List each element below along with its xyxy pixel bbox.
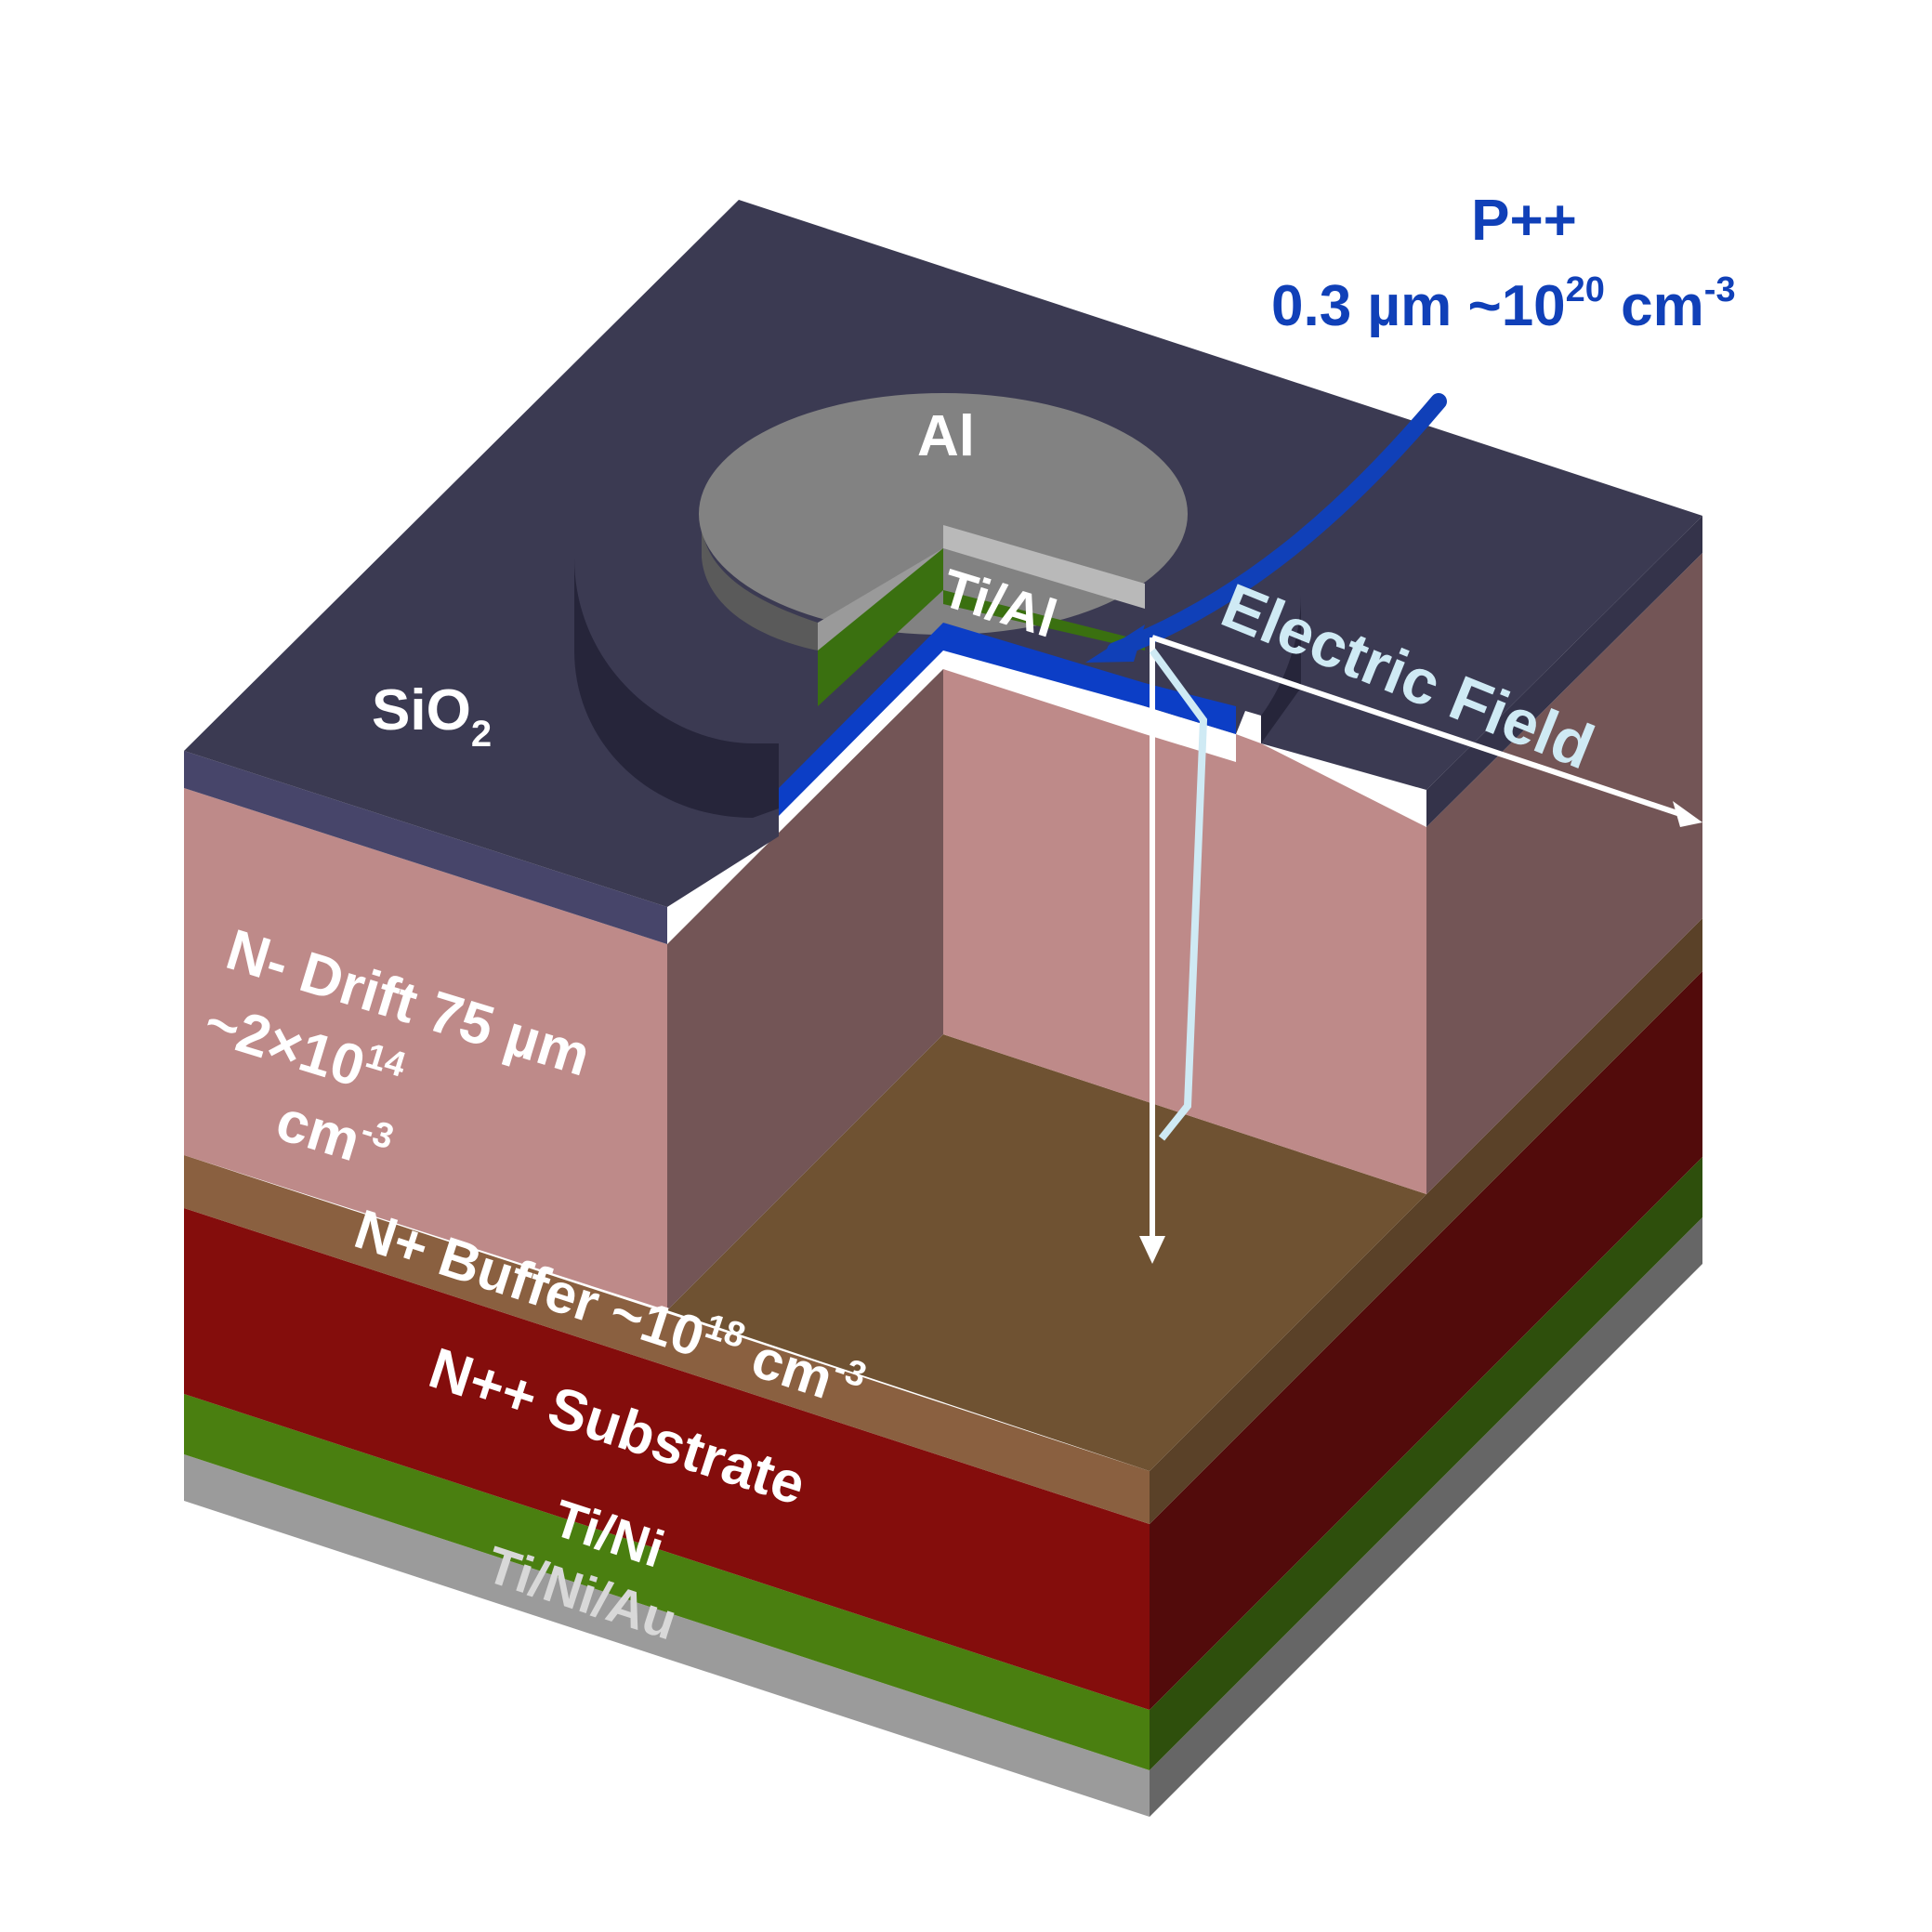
- p-arrow-shaft: [1107, 393, 1447, 659]
- electric-field-diagram: [1139, 635, 1702, 1264]
- tial-layer-top: [943, 590, 1145, 651]
- p-spec-exp: 20: [1566, 270, 1605, 309]
- sio2-well-shading: [574, 558, 779, 818]
- p-layer-left: [779, 623, 943, 816]
- tiniau-front-face: [184, 1454, 1150, 1817]
- p-spec-main: 0.3 µm ~10: [1271, 274, 1566, 338]
- p-annotation-arrow: [1085, 393, 1447, 663]
- tini-front-face: [184, 1394, 1150, 1770]
- sio2-main: SiO: [372, 678, 471, 743]
- buffer-front-face: [184, 1155, 1150, 1524]
- sio2-well-shading-right: [1261, 595, 1301, 743]
- tial-layer-left: [818, 548, 943, 706]
- al-disc-side: [702, 525, 818, 651]
- buffer-side-face: [1150, 918, 1702, 1524]
- field-profile-line: [1149, 648, 1208, 1141]
- buffer-top-floor: [667, 1034, 1426, 1471]
- drift-side-face: [1426, 553, 1702, 1194]
- tini-side-face: [1150, 1157, 1702, 1770]
- p-spec-unit: cm: [1605, 274, 1704, 338]
- p-title-label: P++: [1471, 189, 1577, 253]
- substrate-front-face: [184, 1208, 1150, 1710]
- sio2-side-face: [1426, 516, 1702, 827]
- trench-cutaway: [667, 669, 1426, 1471]
- front-face: [184, 751, 1150, 1817]
- p-spec-label: 0.3 µm ~1020 cm-3: [1271, 270, 1736, 338]
- tiniau-side-face: [1150, 1217, 1702, 1817]
- p-layer-top: [943, 623, 1236, 734]
- al-label: Al: [917, 404, 975, 468]
- p-spec-unit-exp: -3: [1704, 270, 1736, 309]
- substrate-side-face: [1150, 971, 1702, 1710]
- field-axis-horizontal: [1151, 635, 1692, 821]
- field-axis-horizontal-arrowhead: [1673, 801, 1702, 827]
- drift-front-face: [184, 788, 667, 1310]
- trench-back-wall: [943, 669, 1426, 1194]
- field-axis-vertical-arrowhead: [1139, 1236, 1165, 1264]
- sio2-label: SiO2: [372, 678, 492, 755]
- contact-stack: [779, 548, 1236, 816]
- trench-left-wall: [667, 669, 943, 1310]
- sio2-front-face: [184, 751, 667, 944]
- sio2-sub: 2: [471, 714, 492, 755]
- p-arrow-head: [1085, 624, 1145, 663]
- al-cut-face: [943, 525, 1145, 609]
- right-face: [1150, 516, 1702, 1817]
